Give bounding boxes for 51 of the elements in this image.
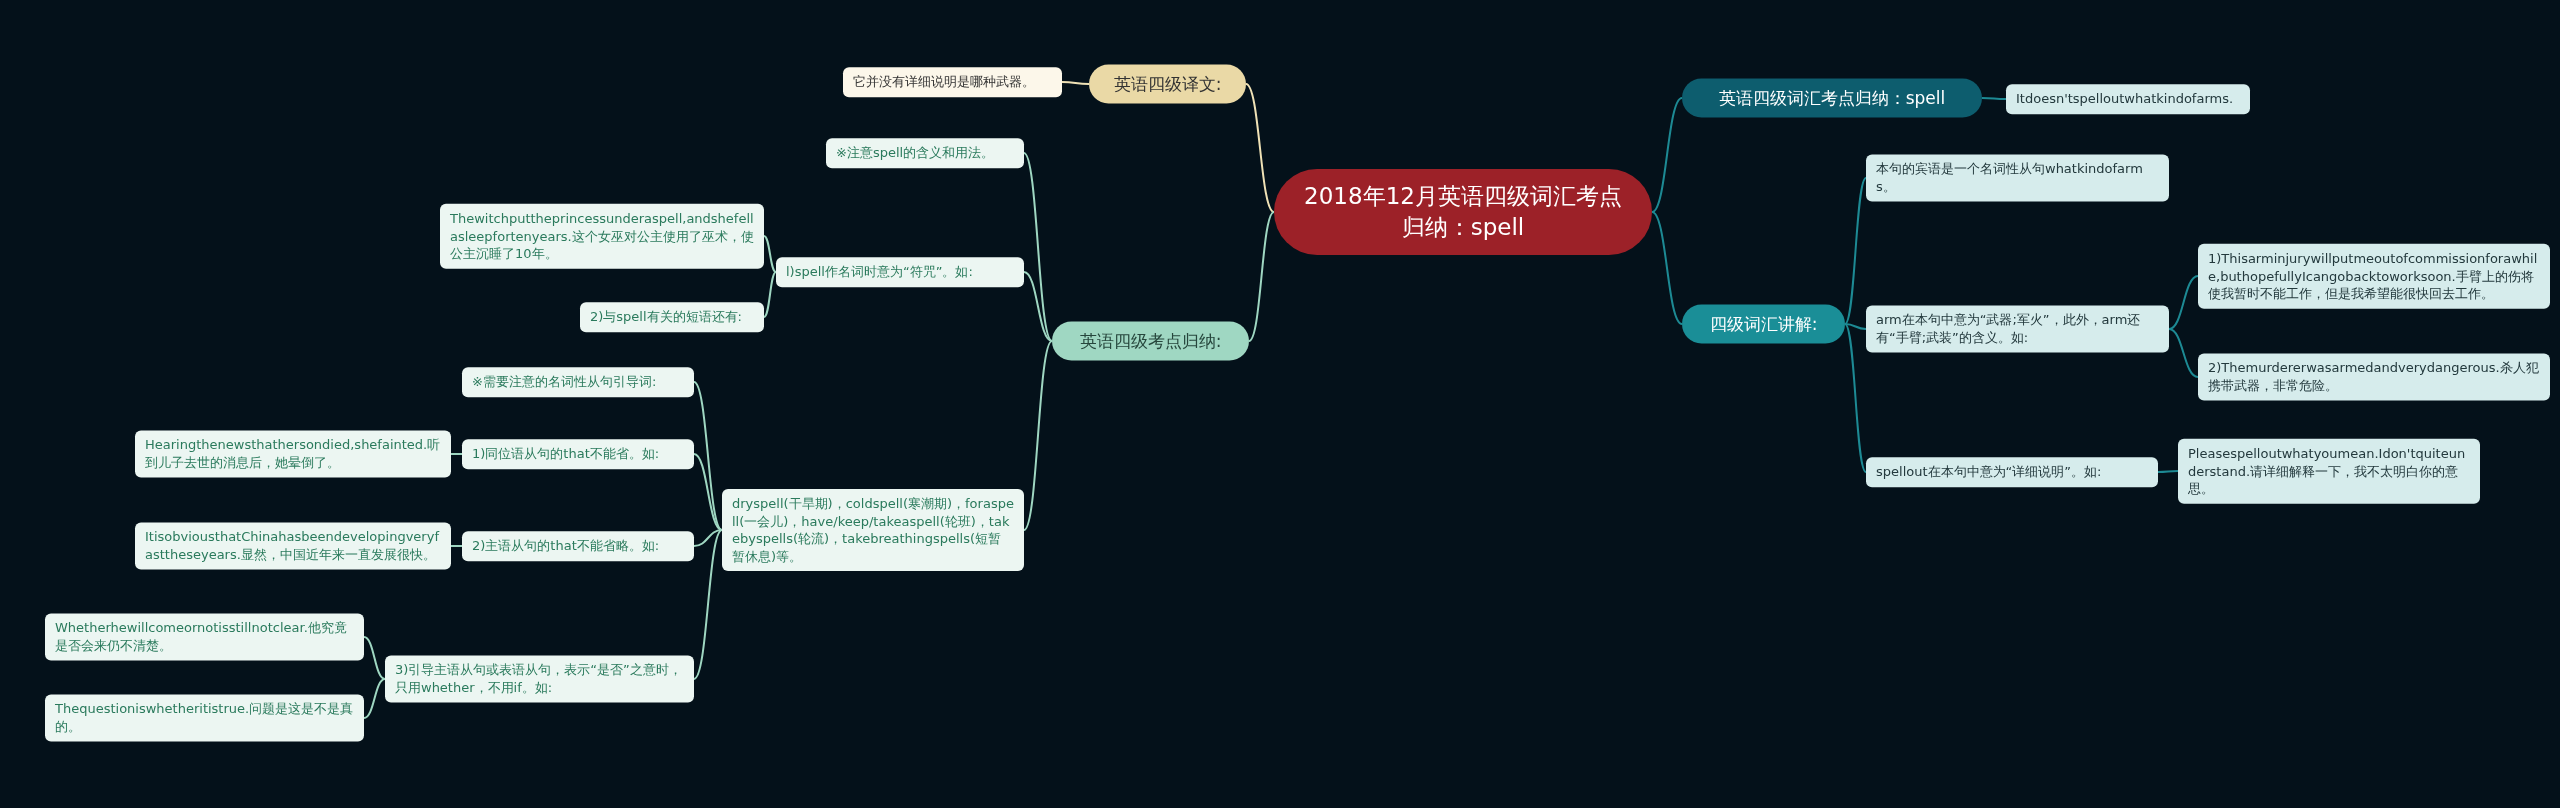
connector-line [2157,470,2179,473]
branch-topic: 四级词汇讲解: [1682,304,1845,344]
subtopic-box: 1)同位语从句的that不能省。如: [462,439,694,469]
subtopic-box: arm在本句中意为“武器;军火”，此外，arm还有“手臂;武装”的含义。如: [1866,305,2169,353]
subtopic-box: 3)引导主语从句或表语从句，表示“是否”之意时，只用whether，不用if。如: [385,655,694,703]
connector-line [2168,275,2199,330]
subtopic-box: ItisobviousthatChinahasbeendevelopingveryfasttheseyears.显然，中国近年来一直发展很快。 [135,522,451,570]
central-topic: 2018年12月英语四级词汇考点归纳：spell [1274,168,1652,256]
subtopic-box: 本句的宾语是一个名词性从句whatkindofarms。 [1866,154,2169,202]
subtopic-box: Thewitchputtheprincessunderaspell,andshefellasleepfortenyears.这个女巫对公主使用了巫术，使公主沉睡了10年。 [440,203,764,269]
subtopic-box: Thequestioniswhetheritistrue.问题是这是不是真的。 [45,694,364,742]
subtopic-box: ※需要注意的名词性从句引导词: [462,367,694,397]
connector-line [1023,152,1053,342]
subtopic-box: ※注意spell的含义和用法。 [826,138,1024,168]
connector-line [693,529,723,547]
branch-topic: 英语四级考点归纳: [1052,321,1249,361]
connector-line [1023,340,1053,531]
connector-line [1248,211,1275,342]
connector-line [1061,81,1090,85]
connector-line [450,545,463,547]
branch-topic: 英语四级译文: [1089,64,1246,104]
connector-line [1844,323,1867,330]
subtopic-box: 它并没有详细说明是哪种武器。 [843,67,1062,97]
connector-line [1844,323,1867,473]
connector-line [693,453,723,531]
connector-line [763,235,777,273]
connector-line [1245,83,1275,213]
subtopic-box: 2)主语从句的that不能省略。如: [462,531,694,561]
subtopic-box: Pleasespelloutwhatyoumean.Idon'tquiteunderstand.请详细解释一下，我不太明白你的意思。 [2178,438,2480,504]
subtopic-box: Hearingthenewsthathersondied,shefainted.听到儿子去世的消息后，她晕倒了。 [135,430,451,478]
subtopic-box: 1)Thisarminjurywillputmeoutofcommissionforawhile,buthopefullyIcangobacktoworksoon.手臂上的伤将使我暂时不能工作，但是我希望能很快回去工作。 [2198,243,2550,309]
connector-line [1844,177,1867,325]
subtopic-box: l)spell作名词时意为“符咒”。如: [776,257,1024,287]
connector-line [1651,211,1683,325]
connector-line [450,453,463,455]
subtopic-box: 2)与spell有关的短语还有: [580,302,764,332]
subtopic-box: 2)Themurdererwasarmedandverydangerous.杀人犯携带武器，非常危险。 [2198,353,2550,401]
subtopic-box: dryspell(干旱期)，coldspell(寒潮期)，foraspell(一会儿)，have/keep/takeaspell(轮班)，takebyspells(轮流)，takebreathingspells(短暂暂休息)等。 [722,488,1024,572]
branch-topic: 英语四级词汇考点归纳：spell [1682,78,1982,118]
subtopic-box: Whetherhewillcomeornotisstillnotclear.他究竟是否会来仍不清楚。 [45,613,364,661]
connector-line [363,678,386,719]
connector-line [693,529,723,680]
connector-line [1981,97,2007,100]
connector-line [2168,328,2199,378]
connector-line [1023,271,1053,342]
connector-line [1651,97,1683,213]
connector-line [363,636,386,680]
subtopic-box: spellout在本句中意为“详细说明”。如: [1866,457,2158,487]
connector-line [693,381,723,531]
subtopic-box: Itdoesn'tspelloutwhatkindofarms. [2006,84,2250,114]
connector-line [763,271,777,318]
